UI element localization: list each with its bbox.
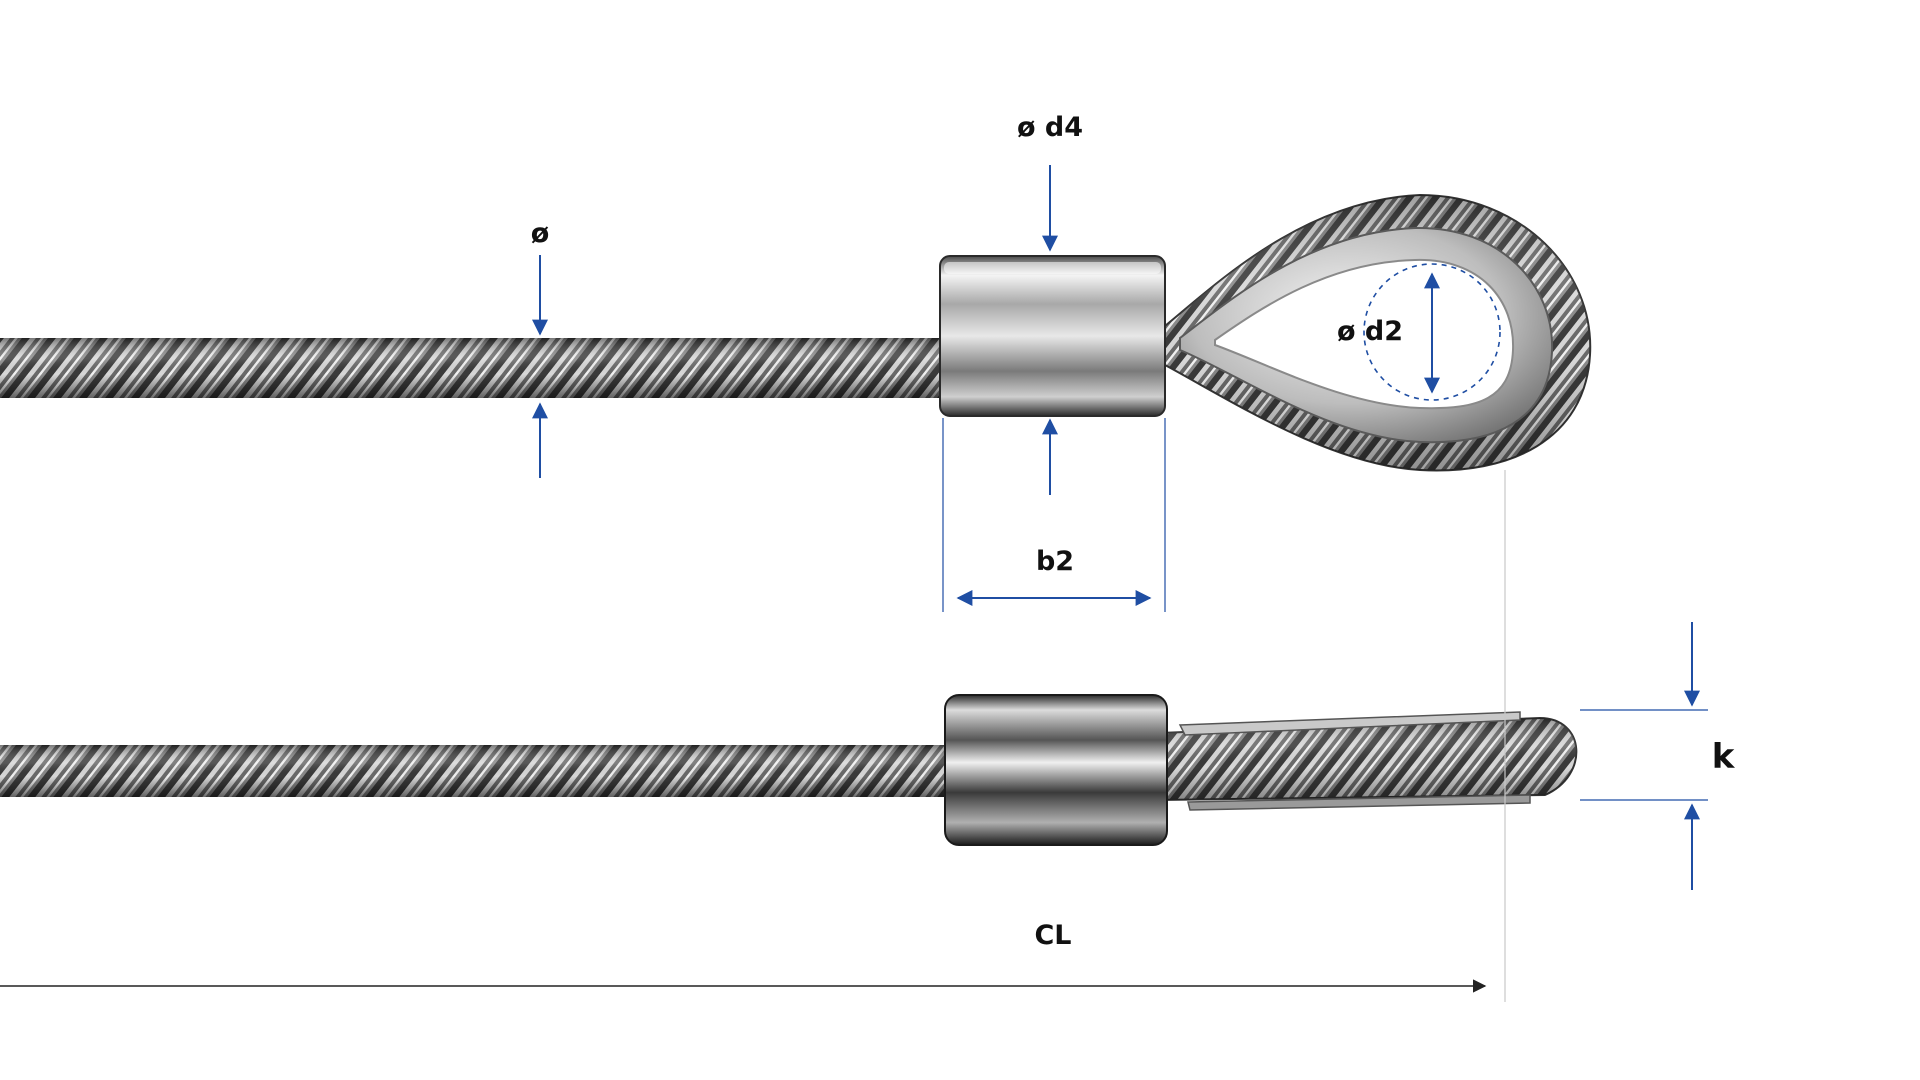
k-label: k (1712, 737, 1736, 777)
d2-circle (1363, 263, 1501, 401)
bottom-ferrule (944, 694, 1168, 846)
bottom-thimble-edge (1178, 711, 1521, 736)
diameter-label: ø (531, 218, 550, 249)
d4-label: ø d4 (1017, 112, 1083, 143)
b2-label: b2 (1036, 546, 1074, 577)
dimension-lines (532, 165, 1708, 890)
top-ferrule (939, 255, 1166, 417)
cl-label: CL (1034, 920, 1071, 951)
bottom-rope-assembly (0, 694, 1578, 846)
d2-label: ø d2 (1337, 316, 1403, 347)
